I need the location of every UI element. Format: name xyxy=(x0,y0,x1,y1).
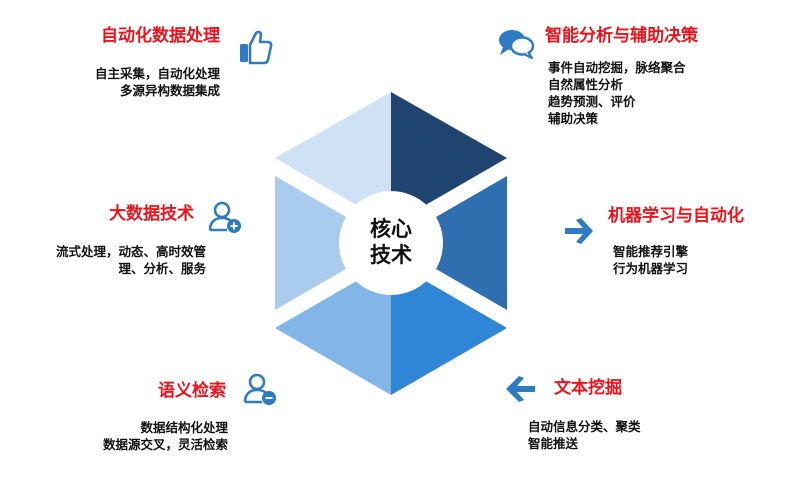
desc-line: 智能推荐引擎 xyxy=(613,244,689,259)
desc-line: 数据源交叉，灵活检索 xyxy=(102,437,228,452)
block-desc-auto-data-processing: 自主采集，自动化处理 多源异构数据集成 xyxy=(95,65,220,99)
block-title-text-mining: 文本挖掘 xyxy=(554,378,622,398)
arrow-left-icon xyxy=(506,376,535,402)
block-desc-semantic-search: 数据结构化处理 数据源交叉，灵活检索 xyxy=(103,419,228,453)
arrow-right-icon xyxy=(565,218,593,244)
user-remove-icon xyxy=(243,373,276,405)
desc-line: 自主采集，自动化处理 xyxy=(94,66,220,81)
segment-top-left xyxy=(275,92,391,225)
desc-line: 辅助决策 xyxy=(548,111,599,126)
desc-line: 流式处理，动态、高时效管 xyxy=(55,244,206,259)
desc-line: 多源异构数据集成 xyxy=(119,83,220,98)
segment-bottom-right xyxy=(391,261,507,395)
block-desc-text-mining: 自动信息分类、聚类 智能推送 xyxy=(528,418,641,452)
user-add-icon xyxy=(208,201,241,233)
desc-line: 理、分析、服务 xyxy=(118,261,206,276)
desc-line: 事件自动挖掘，脉络聚合 xyxy=(548,60,686,75)
desc-line: 数据结构化处理 xyxy=(140,420,228,435)
block-desc-smart-analysis: 事件自动挖掘，脉络聚合 自然属性分析 趋势预测、评价 辅助决策 xyxy=(548,59,686,127)
desc-line: 自动信息分类、聚类 xyxy=(528,419,641,434)
segment-top-right xyxy=(391,92,507,225)
center-label-line2: 技术 xyxy=(370,243,412,267)
thumbs-up-icon xyxy=(240,30,273,65)
segment-mid-left xyxy=(275,176,391,310)
block-title-semantic-search: 语义检索 xyxy=(158,381,226,401)
block-title-auto-data-processing: 自动化数据处理 xyxy=(101,26,220,46)
center-circle xyxy=(339,191,443,295)
chat-bubbles-icon xyxy=(499,30,535,60)
segment-mid-right xyxy=(391,176,507,310)
block-desc-machine-learning: 智能推荐引擎 行为机器学习 xyxy=(613,243,688,277)
desc-line: 智能推送 xyxy=(528,436,579,451)
center-label: 核心 技术 xyxy=(351,216,431,268)
block-desc-big-data: 流式处理，动态、高时效管 理、分析、服务 xyxy=(56,243,206,277)
block-title-big-data: 大数据技术 xyxy=(109,204,194,224)
center-label-line1: 核心 xyxy=(370,217,412,241)
desc-line: 行为机器学习 xyxy=(613,261,689,276)
segment-bottom-left xyxy=(275,261,391,395)
block-title-machine-learning: 机器学习与自动化 xyxy=(608,206,744,226)
desc-line: 趋势预测、评价 xyxy=(548,94,636,109)
block-title-smart-analysis: 智能分析与辅助决策 xyxy=(545,26,698,46)
desc-line: 自然属性分析 xyxy=(548,77,624,92)
